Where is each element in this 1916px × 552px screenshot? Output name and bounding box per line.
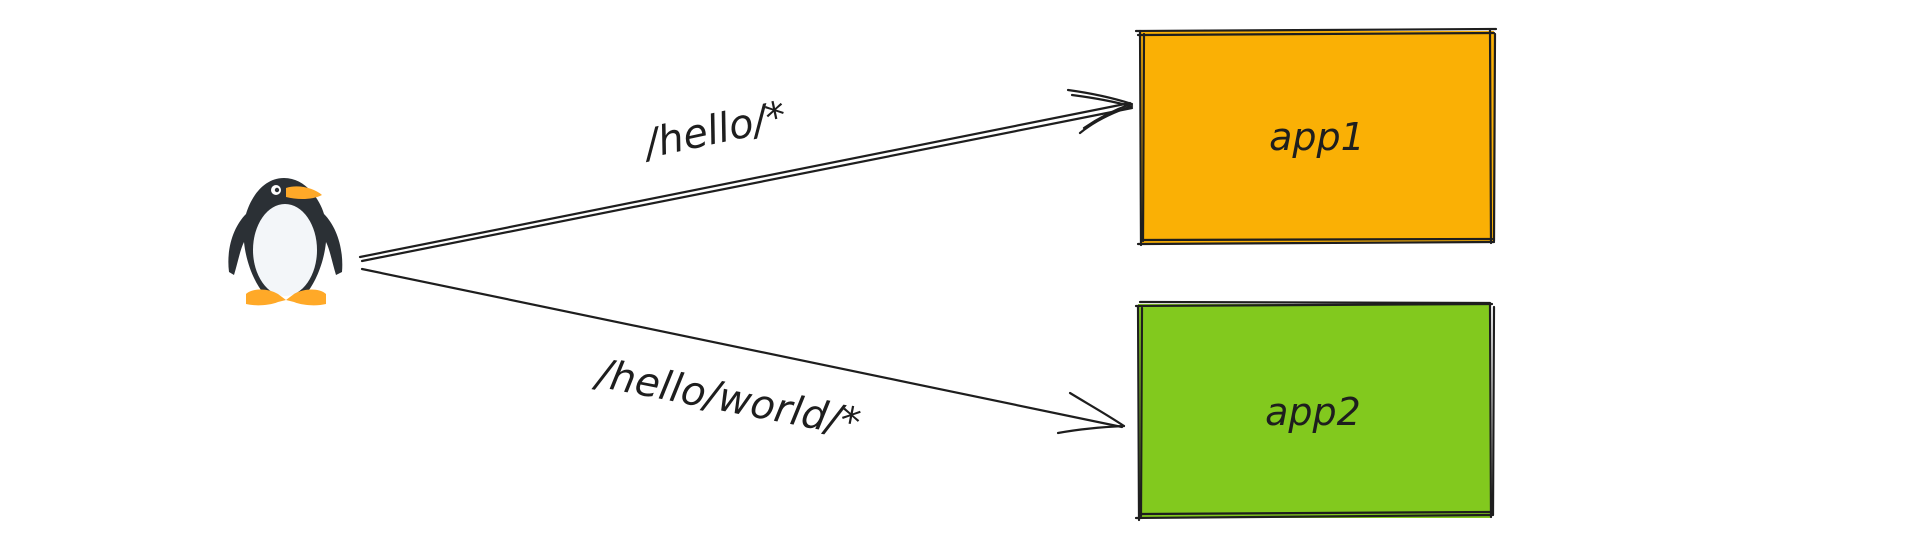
route-label-hello: /hello/* (638, 93, 791, 168)
arrow-to-app2 (360, 267, 1126, 435)
app1-label: app1 (1269, 115, 1365, 159)
app2-label: app2 (1265, 390, 1361, 434)
app1-box: app1 (1134, 27, 1498, 247)
arrow-to-app1 (358, 88, 1134, 263)
app2-box: app2 (1134, 300, 1496, 522)
penguin-icon (228, 178, 343, 306)
